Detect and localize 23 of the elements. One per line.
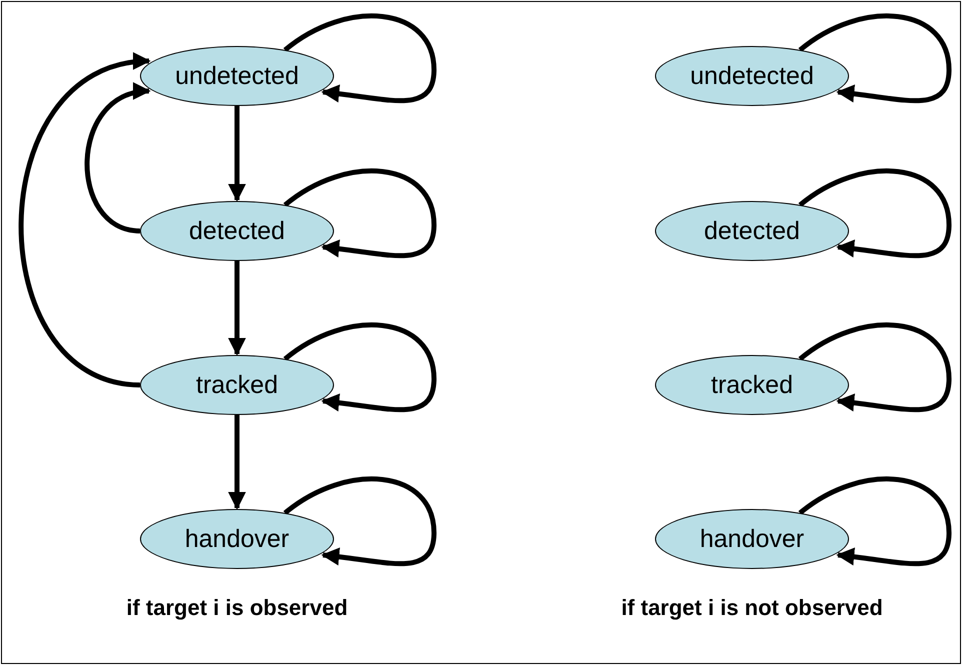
caption: if target i is not observed (621, 595, 883, 621)
state-ellipse: handover (140, 509, 334, 569)
caption: if target i is observed (126, 595, 348, 621)
arrow (228, 261, 246, 356)
arrow (228, 106, 246, 202)
state-ellipse: tracked (140, 355, 334, 415)
state-ellipse: tracked (655, 355, 849, 415)
arrow (798, 322, 952, 412)
arrow (284, 168, 436, 258)
arrow (798, 168, 952, 258)
arrow (284, 476, 436, 566)
state-ellipse: undetected (655, 46, 849, 106)
arrow (84, 84, 151, 234)
state-ellipse: undetected (140, 46, 334, 106)
arrow (284, 322, 436, 412)
arrow (18, 54, 151, 388)
arrow (798, 476, 952, 566)
state-ellipse: detected (655, 201, 849, 261)
state-ellipse: detected (140, 201, 334, 261)
state-ellipse: handover (655, 509, 849, 569)
arrow (228, 415, 246, 510)
arrow (284, 14, 436, 104)
arrow (798, 14, 952, 104)
